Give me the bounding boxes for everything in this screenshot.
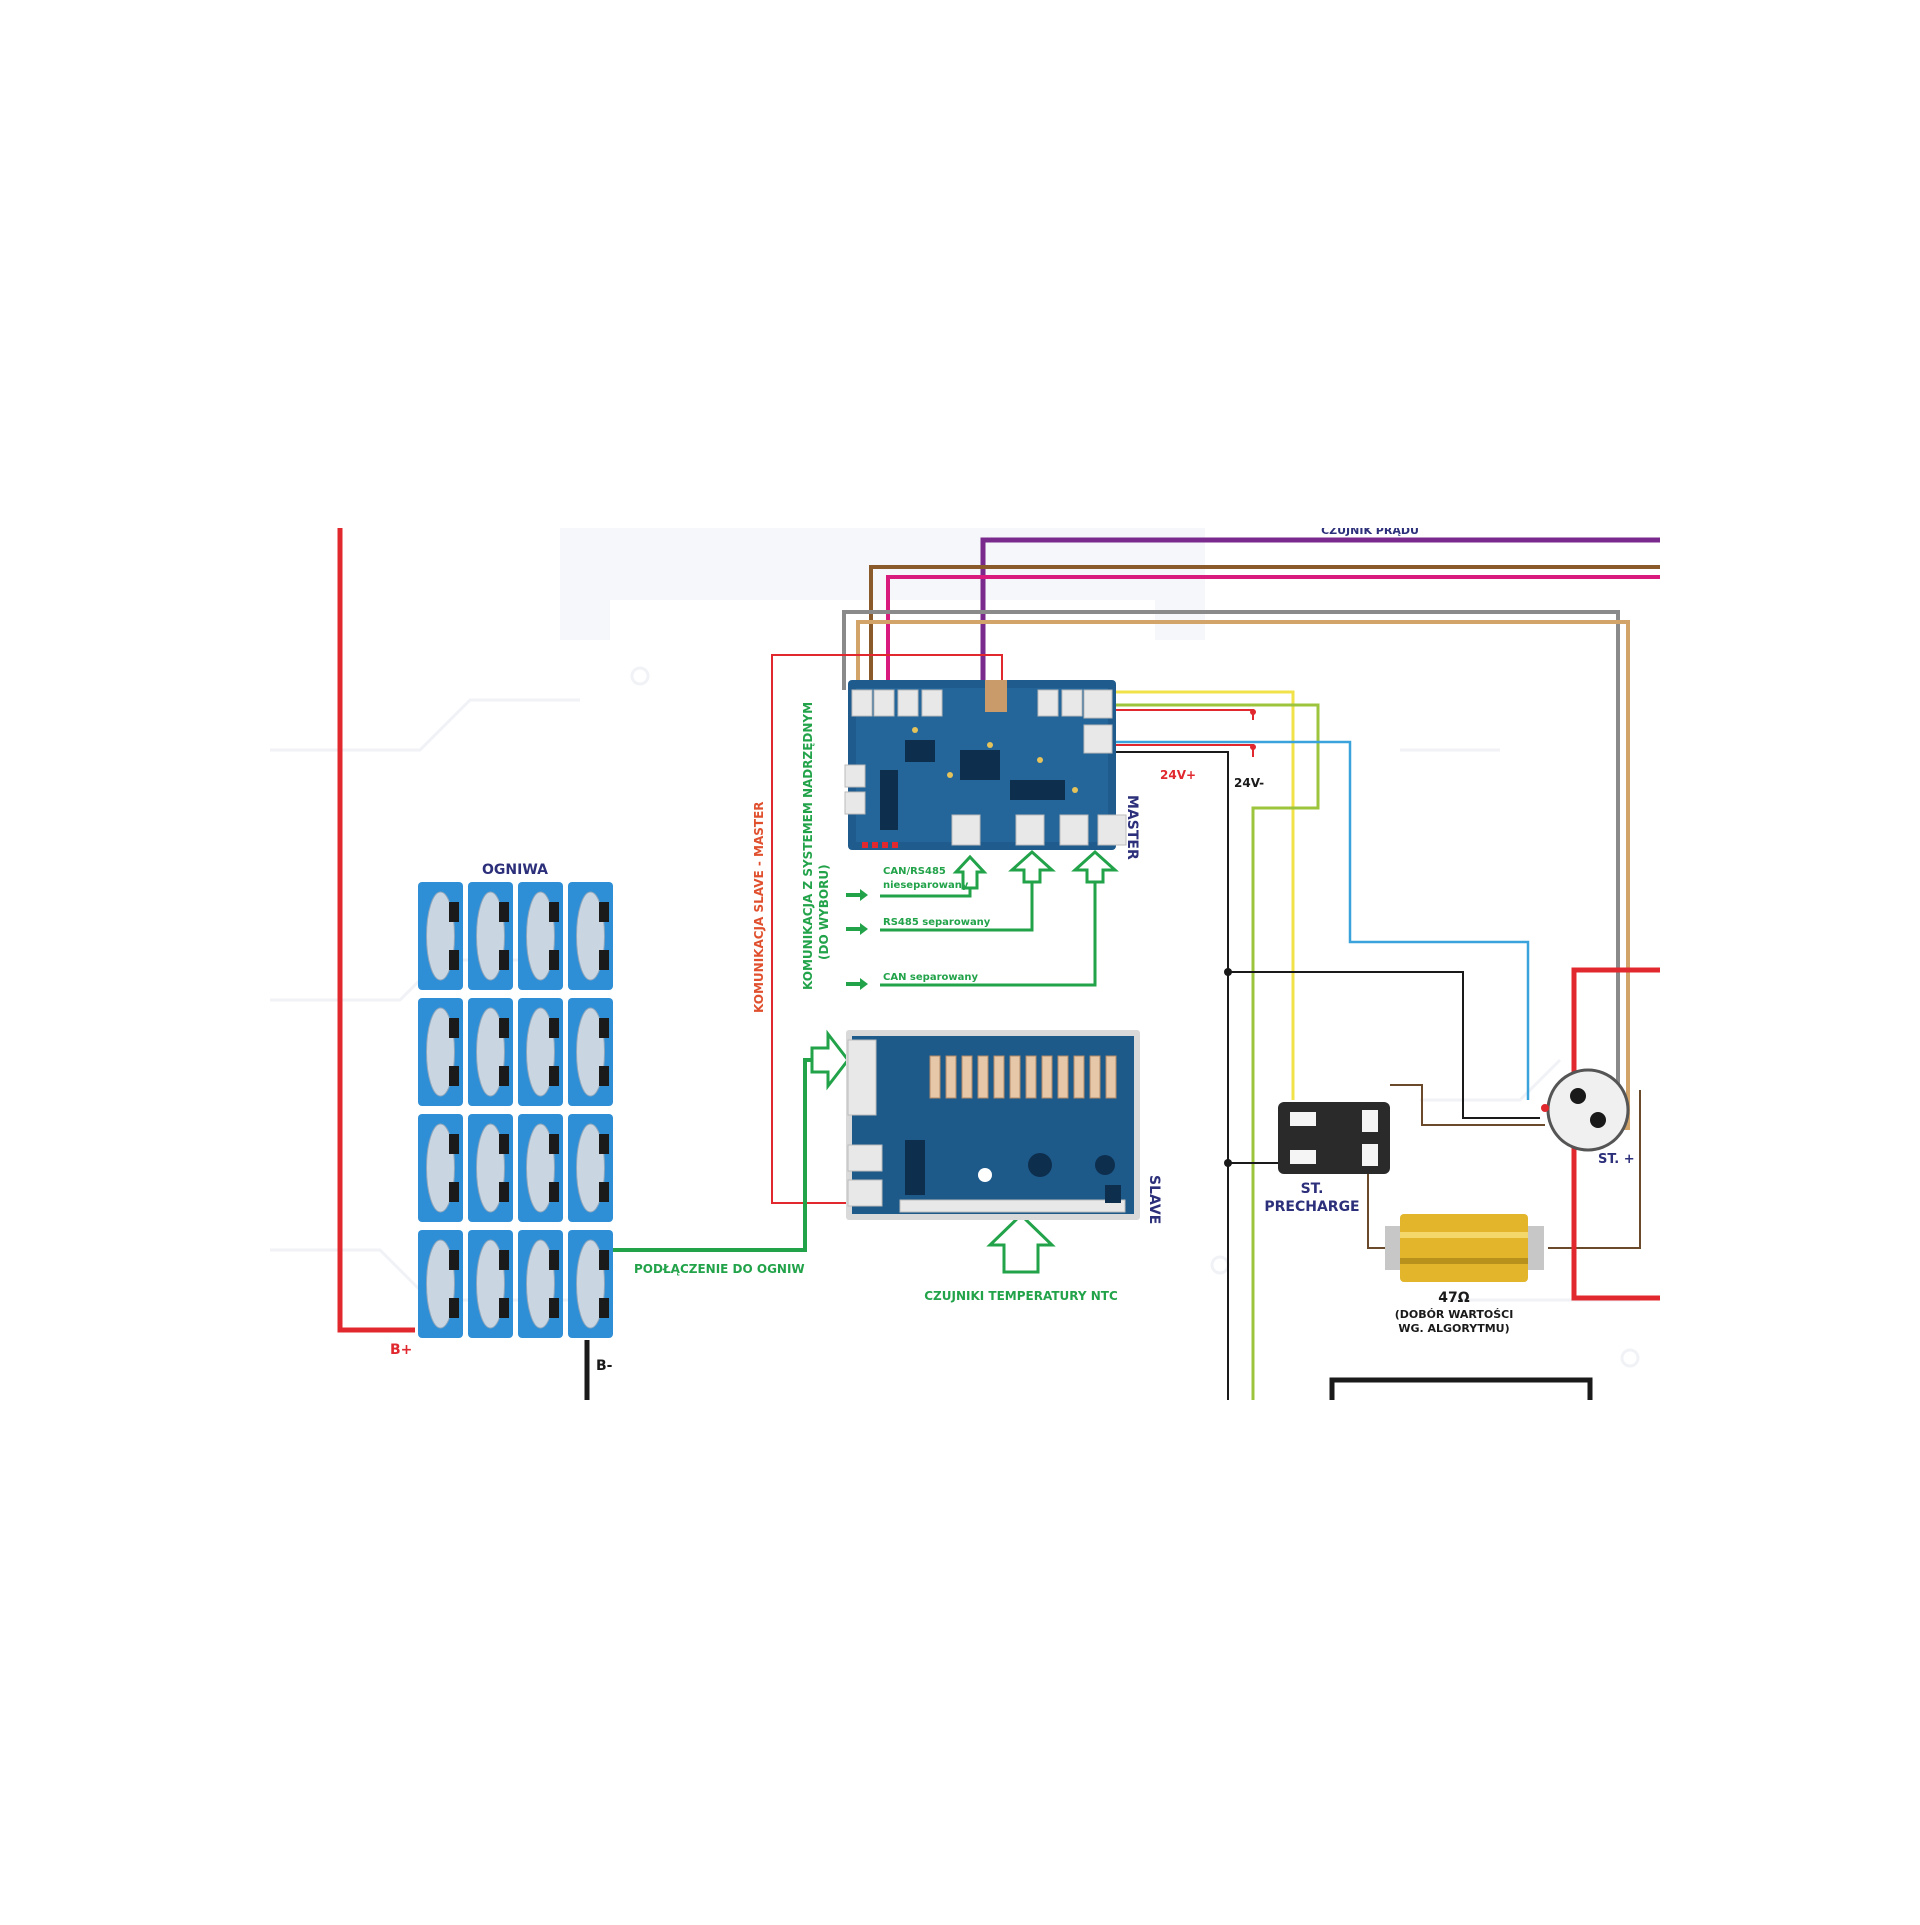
battery-cell <box>568 882 613 990</box>
battery-cell <box>568 998 613 1106</box>
upstream-comm-label: KOMUNIKACJA Z SYSTEMEM NADRZĘDNYM <box>801 702 815 990</box>
precharge-label-line1: ST. <box>1301 1181 1324 1197</box>
master-label: MASTER <box>1124 795 1140 860</box>
cell-connection-label: PODŁĄCZENIE DO OGNIW <box>634 1262 805 1276</box>
wire-blue <box>1115 740 1530 1100</box>
can-sep-label: CAN separowany <box>883 972 978 983</box>
bottom-blank-area <box>0 1402 1920 1920</box>
battery-cell <box>418 882 463 990</box>
slave-input-arrow <box>810 1029 850 1091</box>
comm-port-arrows <box>952 849 1119 890</box>
master-board <box>844 680 1127 850</box>
wire-magenta <box>886 575 1660 690</box>
wire-resistor-right <box>1548 1090 1641 1249</box>
battery-cell <box>518 1230 563 1338</box>
ntc-arrow <box>986 1212 1056 1274</box>
battery-cell <box>468 882 513 990</box>
slave-label: SLAVE <box>1146 1175 1162 1224</box>
wire-24v-black <box>1115 751 1229 1400</box>
v24-plus-label: 24V+ <box>1160 768 1196 782</box>
resistor-value-label: 47Ω <box>1438 1290 1469 1306</box>
b-minus-label: B- <box>596 1358 613 1374</box>
wire-precharge-resistor <box>1367 1170 1385 1249</box>
comm-small-arrows <box>846 889 868 990</box>
precharge-relay <box>1278 1102 1390 1174</box>
ntc-label: CZUJNIKI TEMPERATURY NTC <box>924 1289 1118 1303</box>
can-rs485-sublabel: nieseparowany <box>883 880 969 891</box>
b-plus-label: B+ <box>390 1342 412 1358</box>
upstream-comm-sublabel: (DO WYBORU) <box>817 864 831 960</box>
cells-title: OGNIWA <box>482 862 548 878</box>
precharge-resistor <box>1385 1214 1544 1282</box>
wire-brown <box>869 565 1660 690</box>
battery-cell <box>468 1114 513 1222</box>
battery-cell <box>418 1114 463 1222</box>
wire-cell-connection <box>608 1058 848 1252</box>
resistor-note-line2: WG. ALGORYTMU) <box>1398 1322 1509 1335</box>
battery-cell <box>418 998 463 1106</box>
slave-board <box>846 1030 1140 1220</box>
battery-cell <box>518 1114 563 1222</box>
wire-lime <box>1115 703 1320 1400</box>
battery-cell <box>468 998 513 1106</box>
background-decoration <box>270 528 1640 1368</box>
battery-cell <box>518 882 563 990</box>
wire-precharge-brown <box>1390 1084 1545 1126</box>
bottom-black-frame <box>1329 1377 1593 1400</box>
precharge-label-line2: PRECHARGE <box>1264 1199 1359 1215</box>
wire-slave-master-comm <box>771 654 1003 1204</box>
rs485-sep-label: RS485 separowany <box>883 917 991 928</box>
text-labels: OGNIWA B+ B- MASTER SLAVE PODŁĄCZENIE DO… <box>390 524 1635 1374</box>
battery-cell <box>518 998 563 1106</box>
slave-master-comm-label: KOMUNIKACJA SLAVE - MASTER <box>752 801 766 1013</box>
can-rs485-label: CAN/RS485 <box>883 866 946 877</box>
resistor-note-line1: (DOBÓR WARTOŚCI <box>1395 1308 1514 1321</box>
top-blank-area <box>0 0 1920 528</box>
st-plus-label: ST. + <box>1598 1152 1635 1167</box>
v24-minus-label: 24V- <box>1234 776 1264 790</box>
main-contactor <box>1541 1068 1630 1152</box>
wire-yellow <box>1115 690 1295 1100</box>
b-plus-wire <box>337 528 415 1333</box>
wire-24v-red-1 <box>1115 709 1254 720</box>
cell-pack <box>418 882 613 1338</box>
battery-cell <box>418 1230 463 1338</box>
battery-cell <box>568 1230 613 1338</box>
wire-black-branch-top <box>1228 971 1540 1119</box>
battery-cell <box>468 1230 513 1338</box>
battery-cell <box>568 1114 613 1222</box>
wire-purple <box>980 537 1660 680</box>
